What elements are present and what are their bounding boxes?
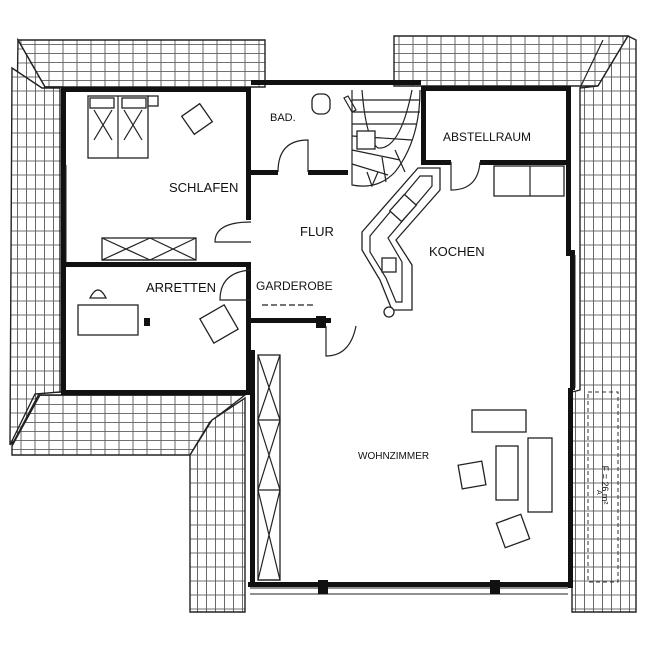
roof-tiles: [9, 35, 637, 613]
office-armchair: [198, 303, 240, 345]
roof-top-left: [16, 39, 266, 88]
room-label-abstellraum: ABSTELLRAUM: [443, 130, 531, 144]
room-label-kochen: KOCHEN: [429, 244, 485, 259]
office-furniture: [77, 289, 240, 345]
north-marker: A: [595, 490, 602, 495]
windows: [59, 165, 581, 595]
terrace-right: [571, 35, 637, 613]
bedroom-armchair: [180, 102, 214, 136]
living-room-furniture: [257, 354, 553, 581]
roof-left-lower: [9, 66, 61, 446]
doors: [214, 139, 481, 357]
living-armchair-left: [457, 460, 487, 490]
roof-bottom-left-vertical: [189, 396, 246, 613]
walls: [61, 80, 575, 588]
terrace-area-label: F = 26 m²: [600, 466, 610, 505]
wardrobe: [101, 237, 197, 261]
storage-cabinet: [493, 165, 565, 197]
room-label-schlafen: SCHLAFEN: [169, 180, 238, 195]
sofa-top: [471, 409, 527, 433]
room-label-arretten: ARRETTEN: [146, 280, 216, 295]
staircase: [351, 89, 421, 188]
toilet-icon: [311, 93, 331, 115]
desk: [77, 304, 139, 336]
room-label-wohnzimmer: WOHNZIMMER: [358, 451, 429, 462]
desk-chair: [88, 289, 108, 299]
room-label-bad: BAD.: [270, 112, 296, 124]
kitchen-counter: [361, 167, 441, 318]
sofa-right: [527, 437, 553, 513]
bedroom-furniture: [87, 95, 214, 261]
coffee-table: [495, 445, 519, 501]
room-label-flur: FLUR: [300, 224, 334, 239]
room-label-garderobe: GARDEROBE: [256, 279, 333, 293]
bathroom-fixtures: [311, 93, 357, 115]
terrace-dashed-area: [587, 391, 619, 583]
living-armchair-bottom: [495, 513, 531, 549]
